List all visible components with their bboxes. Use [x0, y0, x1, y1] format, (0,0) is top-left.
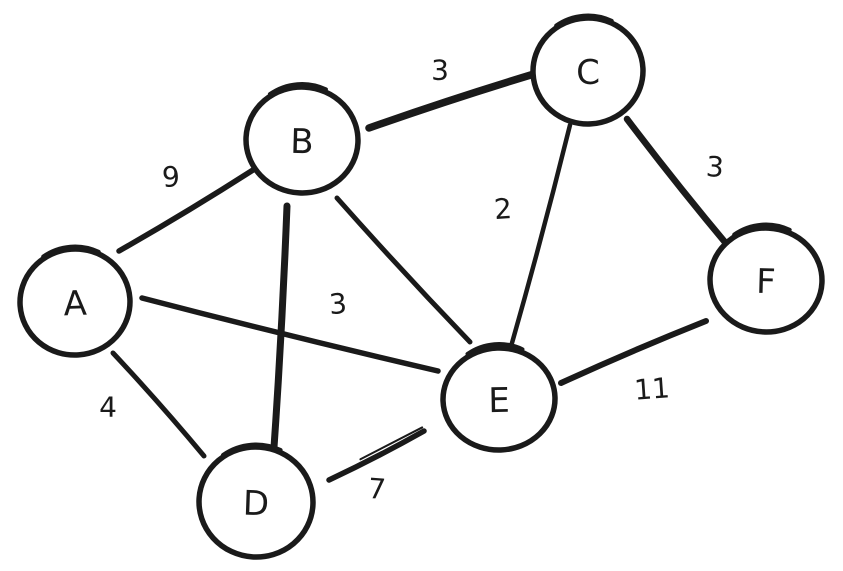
edge-A-D[interactable]: 4	[99, 350, 207, 459]
node-label-E: E	[488, 381, 510, 421]
edge-A-B[interactable]: 9	[116, 160, 256, 254]
node-label-A: A	[63, 284, 88, 325]
edge-weight-C-F: 3	[705, 150, 725, 184]
node-D[interactable]: D	[195, 442, 316, 561]
edge-weight-D-E: 7	[367, 472, 387, 506]
node-overdraw-D	[221, 442, 283, 457]
node-A[interactable]: A	[16, 244, 133, 358]
edge-weight-E-F: 11	[633, 371, 671, 406]
edge-C-F[interactable]: 3	[623, 115, 733, 251]
edge-D-E[interactable]: 7	[326, 426, 427, 506]
node-label-C: C	[576, 53, 601, 94]
node-label-F: F	[756, 262, 777, 302]
node-circle-D[interactable]	[195, 443, 316, 561]
node-label-D: D	[242, 484, 270, 525]
edge-B-E[interactable]	[334, 195, 473, 345]
node-B[interactable]: B	[243, 82, 361, 196]
node-circle-A[interactable]	[16, 245, 133, 358]
edge-B-C[interactable]: 3	[365, 54, 538, 132]
edge-line-C-E[interactable]	[509, 122, 573, 346]
node-overdraw-F	[732, 222, 792, 237]
node-E[interactable]: E	[440, 342, 558, 453]
node-circle-C[interactable]	[530, 15, 646, 127]
node-overdraw-A	[41, 244, 101, 259]
edge-C-E[interactable]: 2	[493, 122, 573, 346]
edge-weight-C-E: 2	[493, 192, 513, 226]
edge-E-F[interactable]: 11	[558, 318, 709, 407]
node-circle-F[interactable]	[707, 225, 825, 335]
edge-line-B-E[interactable]	[334, 195, 473, 345]
edge-line-E-F[interactable]	[558, 318, 709, 386]
node-overdraw-C	[554, 13, 614, 28]
edge-weight-A-E: 3	[328, 287, 348, 321]
node-overdraw-B	[267, 82, 328, 97]
node-circle-E[interactable]	[440, 345, 558, 453]
edge-line-D-E[interactable]	[326, 428, 427, 483]
edge-line-A-B[interactable]	[116, 167, 256, 254]
node-F[interactable]: F	[707, 222, 825, 335]
node-overdraw-E	[465, 342, 525, 356]
edge-weight-A-D: 4	[99, 391, 117, 424]
edge-line-overdraw-D-E	[359, 426, 424, 461]
edge-A-E[interactable]: 3	[139, 287, 441, 374]
edge-line-B-C[interactable]	[365, 70, 538, 132]
node-label-B: B	[290, 122, 314, 163]
node-C[interactable]: C	[530, 13, 646, 127]
edge-weight-B-C: 3	[431, 54, 449, 87]
edge-weight-A-B: 9	[161, 160, 181, 194]
node-circle-B[interactable]	[243, 84, 361, 196]
edge-line-C-F[interactable]	[623, 115, 733, 251]
edge-line-A-E[interactable]	[139, 295, 441, 374]
edge-line-A-D[interactable]	[110, 350, 207, 459]
